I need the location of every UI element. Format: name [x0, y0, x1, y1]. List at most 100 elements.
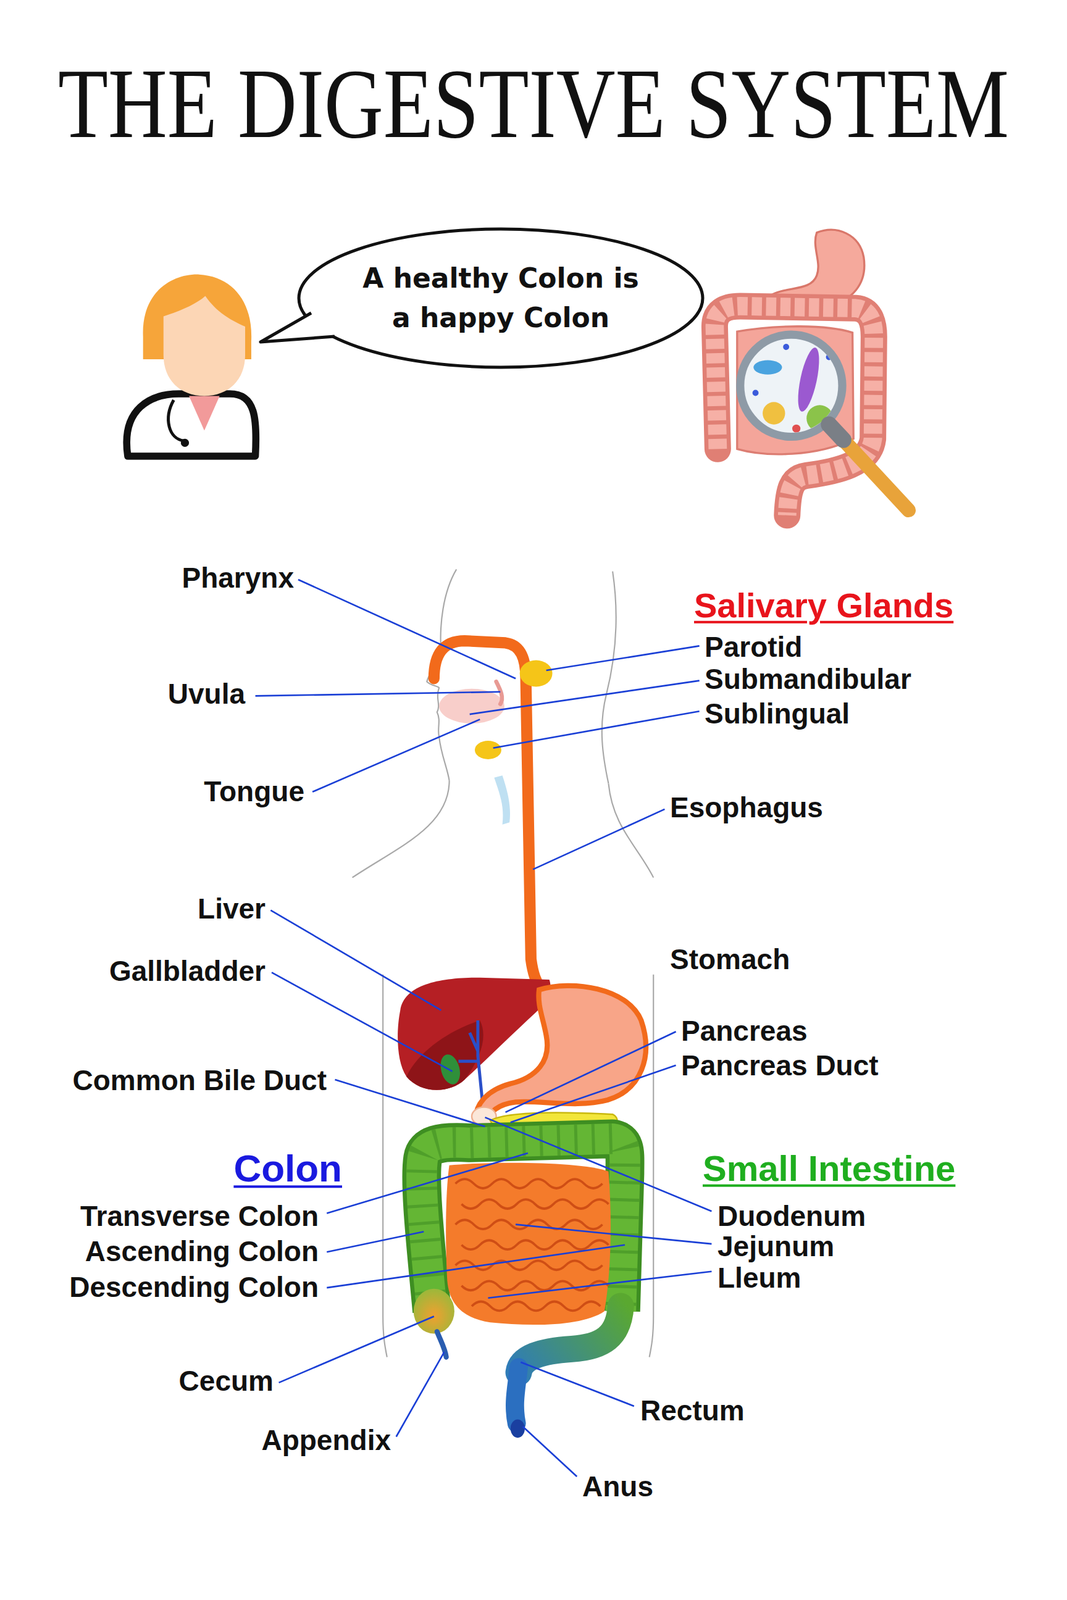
body-outline [352, 569, 654, 1358]
part-label: Liver [197, 892, 266, 926]
leader-lines [515, 1225, 712, 1245]
part-label: Tongue [203, 775, 305, 809]
part-label: Submandibular [704, 663, 912, 696]
leader-lines [326, 1245, 625, 1289]
abdominal-organs [455, 1220, 603, 1230]
section-heading: Colon [233, 1146, 343, 1191]
doctor-figure [126, 393, 256, 457]
mouth-organs [493, 775, 511, 825]
gut-icon [737, 326, 854, 455]
leader-lines [484, 1117, 712, 1212]
part-label: Gallbladder [109, 955, 266, 988]
leader-lines [271, 972, 453, 1072]
leader-lines [505, 1031, 677, 1113]
gut-icon [752, 389, 759, 396]
part-label: Parotid [704, 631, 803, 664]
abdominal-organs [510, 1419, 525, 1439]
gut-icon [794, 345, 824, 414]
gut-icon [752, 343, 834, 433]
section-heading: Small Intestine [702, 1148, 956, 1190]
bubble-outline [296, 226, 706, 370]
abdominal-organs [475, 986, 646, 1124]
doctor-figure [163, 295, 246, 396]
abdominal-organs [461, 1240, 609, 1250]
abdominal-organs [445, 1163, 611, 1326]
gut-icon [714, 306, 874, 516]
abdominal-organs [437, 1331, 447, 1358]
part-label: Transverse Colon [80, 1200, 319, 1234]
doctor-figure [126, 274, 256, 457]
doctor-figure [180, 439, 189, 448]
mouth-organs [439, 689, 505, 724]
mouth-organs [474, 740, 502, 760]
speech-bubble: A healthy Colon is a happy Colon [296, 226, 706, 370]
abdominal-organs [514, 1367, 519, 1424]
body-outline [602, 571, 617, 785]
gut-icon [826, 354, 833, 361]
leader-lines [298, 579, 516, 679]
part-label: Duodenum [717, 1200, 866, 1234]
bubble-outline [298, 229, 703, 368]
part-label: Pharynx [181, 561, 294, 595]
part-label: Pancreas [681, 1015, 808, 1048]
leader-lines [510, 1065, 677, 1124]
part-label: Common Bile Duct [72, 1064, 327, 1098]
bubble-tail [260, 313, 335, 343]
bubble-text: A healthy Colon is a happy Colon [352, 258, 649, 338]
leader-lines [520, 1362, 634, 1407]
abdominal-organs [413, 1289, 455, 1335]
abdominal-organs [461, 1199, 609, 1210]
part-label: Anus [582, 1470, 654, 1504]
gut-icon [829, 424, 909, 511]
part-label: Stomach [669, 943, 790, 977]
abdominal-organs [397, 978, 551, 1091]
body-outline [382, 974, 388, 1358]
abdominal-organs [406, 1020, 483, 1091]
leader-lines [396, 1352, 445, 1437]
title: THE DIGESTIVE SYSTEM [58, 54, 1009, 154]
gut-icon [762, 401, 785, 425]
abdominal-organs [455, 1179, 609, 1311]
part-label: Uvula [167, 677, 246, 711]
body-outline [608, 784, 654, 879]
part-label: Lleum [717, 1262, 801, 1295]
part-label: Appendix [261, 1424, 391, 1458]
section-heading: Salivary Glands [694, 585, 954, 626]
leader-lines [255, 692, 501, 697]
leader-lines [326, 1153, 528, 1214]
gut-icon [792, 424, 801, 433]
leader-lines [326, 1231, 424, 1253]
abdominal-organs [471, 1301, 601, 1311]
doctor-figure [188, 395, 220, 431]
body-outline [649, 974, 654, 1358]
leader-lines [279, 1316, 435, 1383]
part-label: Descending Colon [69, 1271, 319, 1305]
part-label: Ascending Colon [85, 1235, 319, 1269]
gut-icon [714, 306, 874, 516]
mouth-organs [519, 660, 553, 688]
gut-icon [829, 424, 844, 441]
leader-lines [546, 645, 700, 671]
leader-lines [255, 579, 712, 1478]
part-label: Cecum [179, 1365, 274, 1398]
part-label: Pancreas Duct [681, 1049, 879, 1083]
leader-lines [487, 1272, 712, 1299]
gut-icon [782, 343, 790, 351]
doctor-figure [168, 400, 185, 441]
part-label: Esophagus [669, 791, 824, 825]
body-outline [352, 781, 450, 879]
abdominal-organs [455, 1179, 603, 1189]
mouth-organs [496, 681, 503, 704]
leader-lines [493, 711, 700, 749]
leader-lines [334, 1079, 485, 1127]
leader-lines [312, 719, 480, 792]
leader-lines [523, 1426, 578, 1478]
gut-icon [714, 229, 909, 515]
part-label: Sublingual [704, 697, 850, 731]
part-label: Rectum [640, 1394, 745, 1428]
leader-lines [270, 910, 441, 1011]
leader-lines [469, 681, 700, 716]
part-label: Jejunum [717, 1230, 835, 1264]
gut-icon [753, 360, 782, 375]
